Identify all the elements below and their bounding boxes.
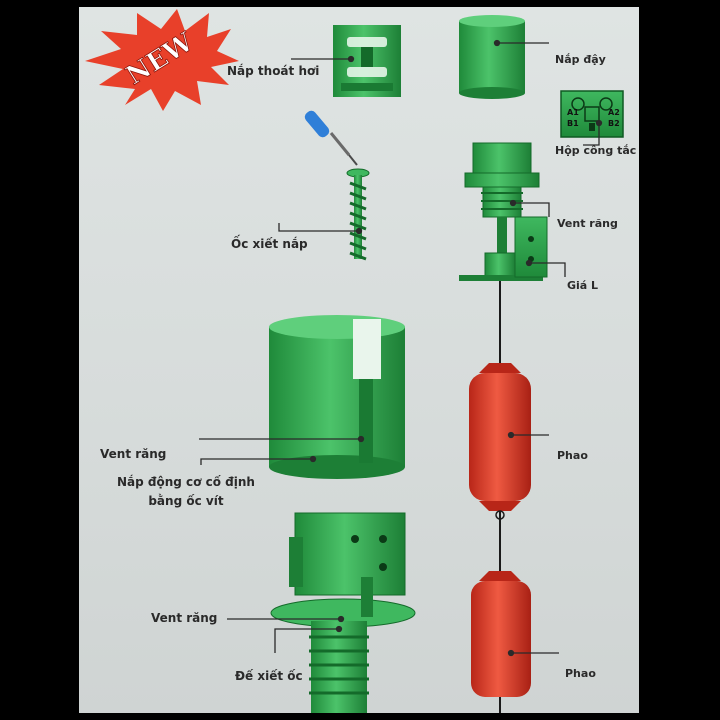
terminal-b2: B2 [608,119,620,128]
float-bottom-part [471,571,531,697]
diagram-board: NEW [79,7,639,713]
label-float-top: Phao [557,449,588,462]
float-top-part [469,363,531,520]
terminal-a2: A2 [608,108,620,117]
switch-mechanism-part [459,142,548,281]
label-nut-base: Đế xiết ốc [235,669,303,683]
vent-cap-part [333,25,401,97]
motor-cover-part [269,315,405,479]
label-vent-thread-top: Vent răng [557,217,618,230]
label-float-bottom: Phao [565,667,596,680]
cover-part [459,15,525,99]
screw-part [346,168,370,261]
label-vent-thread-mid: Vent răng [100,447,167,461]
label-switch-box: Hộp công tắc [555,144,637,157]
exploded-diagram: NEW [85,9,624,713]
label-vent-cap: Nắp thoát hơi [227,64,320,78]
new-badge: NEW [85,9,239,111]
motor-assembly-part [270,512,416,713]
label-vent-thread-bottom: Vent răng [151,611,218,625]
label-screw: Ốc xiết nắp [231,237,308,251]
terminal-b1: B1 [567,119,579,128]
terminal-a1: A1 [567,108,579,117]
label-motor-cover: Nắp động cơ cố định bằng ốc vít [117,475,255,508]
leader-lines [199,39,603,657]
switch-box-part [560,90,624,138]
screwdriver-tool [304,110,358,166]
label-cover: Nắp đậy [555,53,606,66]
label-l-bracket: Giá L [567,279,599,292]
starburst-shape [85,9,239,111]
